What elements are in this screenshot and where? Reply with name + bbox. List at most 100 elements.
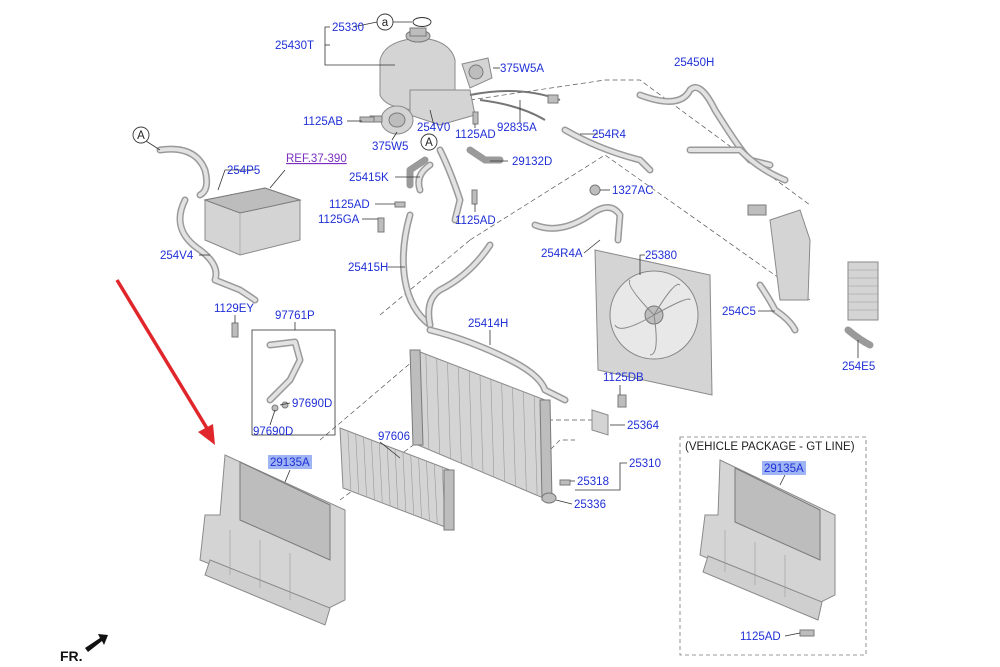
condenser-fin	[418, 457, 422, 519]
label-1125AD-gt[interactable]: 1125AD	[740, 631, 781, 643]
circle-A-left-label: A	[137, 130, 145, 142]
label-1125AD-right[interactable]: 1125AD	[455, 215, 496, 227]
label-375W5A[interactable]: 375W5A	[500, 63, 544, 75]
cap-callout: a	[376, 13, 432, 31]
radiator-fin	[447, 362, 451, 459]
reservoir-tank	[379, 27, 476, 126]
water-pump	[369, 105, 414, 135]
label-25318[interactable]: 25318	[577, 476, 609, 488]
hose-25415K	[415, 161, 434, 194]
label-25364[interactable]: 25364	[627, 420, 660, 432]
condenser-fin	[378, 442, 383, 504]
hose-25414H	[426, 326, 569, 404]
oil-cooler-254E5	[844, 261, 879, 349]
condenser-fin	[410, 454, 415, 516]
label-29135A-gt[interactable]: 29135A	[764, 463, 804, 475]
label-254P5[interactable]: 254P5	[227, 165, 260, 177]
label-254E5[interactable]: 254E5	[842, 361, 875, 373]
highlight-29135A-main	[268, 455, 312, 469]
callout-a-middle: A	[420, 133, 438, 151]
radiator-fin	[436, 358, 440, 455]
radiator-brackets	[541, 409, 609, 504]
label-97761P[interactable]: 97761P	[275, 310, 315, 322]
label-97606[interactable]: 97606	[378, 431, 410, 443]
radiator-fin	[458, 366, 462, 464]
hose-254V4	[176, 196, 259, 304]
part-labels: 25330 25430T 375W5A 25450H 1125AB 254V0 …	[160, 22, 875, 643]
circle-a-label: a	[382, 17, 389, 29]
label-254R4A[interactable]: 254R4A	[541, 248, 583, 260]
circle-A-middle-label: A	[425, 137, 433, 149]
red-pointer-arrow	[115, 279, 215, 445]
label-25430T[interactable]: 25430T	[275, 40, 314, 52]
label-25380[interactable]: 25380	[645, 250, 677, 262]
label-25415H[interactable]: 25415H	[348, 262, 388, 274]
condenser-fin	[402, 451, 407, 513]
label-254V0[interactable]: 254V0	[417, 122, 450, 134]
label-1125AD-top[interactable]: 1125AD	[455, 129, 496, 141]
radiator-fin	[490, 379, 495, 478]
label-25310[interactable]: 25310	[629, 458, 661, 470]
label-1125GA[interactable]: 1125GA	[318, 214, 360, 226]
label-25336[interactable]: 25336	[574, 499, 606, 511]
coolant-valve	[461, 57, 493, 89]
radiator-fin	[533, 395, 538, 496]
radiator	[409, 349, 553, 501]
condenser-fin	[386, 445, 391, 507]
condenser-fin	[347, 430, 352, 492]
label-254C5[interactable]: 254C5	[722, 306, 756, 318]
condenser-fin	[394, 448, 399, 510]
radiator-fin	[501, 383, 505, 482]
condenser-fin	[426, 460, 430, 522]
front-direction-indicator: FR.	[60, 634, 108, 664]
condenser-fin	[433, 463, 438, 525]
label-1129EY[interactable]: 1129EY	[214, 303, 254, 315]
radiator-fin	[479, 374, 484, 473]
center-pipe-assembly	[406, 146, 504, 224]
fan-shroud	[594, 249, 713, 396]
hose-25415H	[399, 211, 494, 329]
wiring-harness	[469, 90, 561, 121]
radiator-fin	[425, 354, 430, 450]
label-1125DB[interactable]: 1125DB	[603, 372, 644, 384]
label-254R4[interactable]: 254R4	[592, 129, 626, 141]
ac-pipe-box	[251, 329, 336, 436]
radiator-fin	[512, 387, 516, 487]
air-guard-main	[199, 454, 346, 626]
hose-254P5	[156, 145, 211, 199]
ecu-module	[203, 187, 302, 256]
label-92835A[interactable]: 92835A	[497, 122, 537, 134]
condenser-fin	[371, 439, 375, 501]
radiator-fin	[523, 391, 527, 491]
label-25450H[interactable]: 25450H	[674, 57, 714, 69]
leader-lines	[199, 21, 859, 637]
hose-25450H	[636, 84, 789, 184]
label-97690D-upper[interactable]: 97690D	[292, 398, 332, 410]
radiator-fin	[468, 370, 473, 468]
label-vehicle-package-gt-line: (VEHICLE PACKAGE - GT LINE)	[685, 441, 855, 453]
label-29135A-main[interactable]: 29135A	[270, 457, 310, 469]
label-1125AB[interactable]: 1125AB	[303, 116, 343, 128]
fr-arrow-icon	[85, 634, 108, 652]
fr-label: FR.	[60, 648, 83, 664]
cooler-pipe-254C5	[747, 204, 811, 334]
label-29132D[interactable]: 29132D	[512, 156, 552, 168]
label-25415K[interactable]: 25415K	[349, 172, 389, 184]
label-1327AC[interactable]: 1327AC	[612, 185, 654, 197]
gt-line-panel	[679, 436, 867, 656]
condenser-fin	[363, 436, 367, 498]
hose-254R4A	[531, 204, 624, 244]
condenser	[339, 427, 455, 531]
highlight-29135A-gt	[762, 461, 806, 475]
callout-a-left: A	[132, 126, 161, 151]
label-254V4[interactable]: 254V4	[160, 250, 194, 262]
label-1125AD-mid[interactable]: 1125AD	[329, 199, 370, 211]
label-ref-37-390[interactable]: REF.37-390	[286, 153, 347, 165]
label-25414H[interactable]: 25414H	[468, 318, 508, 330]
label-375W5[interactable]: 375W5	[372, 141, 408, 153]
label-97690D-lower[interactable]: 97690D	[253, 426, 293, 438]
bolts	[231, 111, 815, 637]
label-25330[interactable]: 25330	[332, 22, 364, 34]
hose-254R4	[561, 126, 654, 174]
